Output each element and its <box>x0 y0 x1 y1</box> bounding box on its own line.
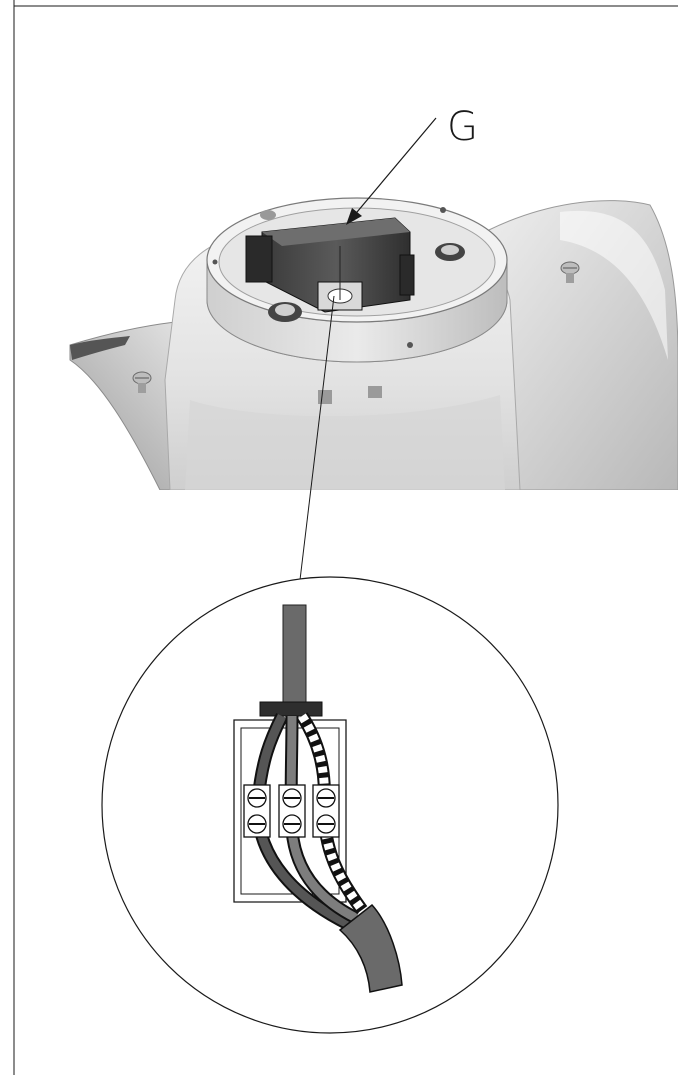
terminal-screw <box>247 814 267 834</box>
wiring-detail-zoom <box>101 576 559 1034</box>
terminal-screw <box>316 788 336 808</box>
terminal-screw <box>247 788 267 808</box>
incoming-cable <box>282 604 307 716</box>
terminal-block-render <box>245 217 415 313</box>
zoom-leader-line <box>299 295 335 581</box>
base-screw-1 <box>268 302 302 322</box>
wing-screw-right <box>560 261 580 283</box>
wing-screw-left <box>132 371 152 393</box>
housing-render <box>69 197 678 490</box>
callout-G: G <box>346 104 478 225</box>
outgoing-cable <box>338 903 403 993</box>
base-screw-2 <box>435 243 465 261</box>
terminal-screw <box>282 788 302 808</box>
callout-letter-G: G <box>447 104 478 150</box>
terminal-screw <box>282 814 302 834</box>
base-screw-3 <box>260 210 276 220</box>
callout-arrowhead <box>346 208 362 225</box>
callout-arrow-line <box>351 117 437 219</box>
cable-clamp <box>259 701 323 717</box>
terminal-screw <box>316 814 336 834</box>
terminal-strip <box>243 784 340 838</box>
